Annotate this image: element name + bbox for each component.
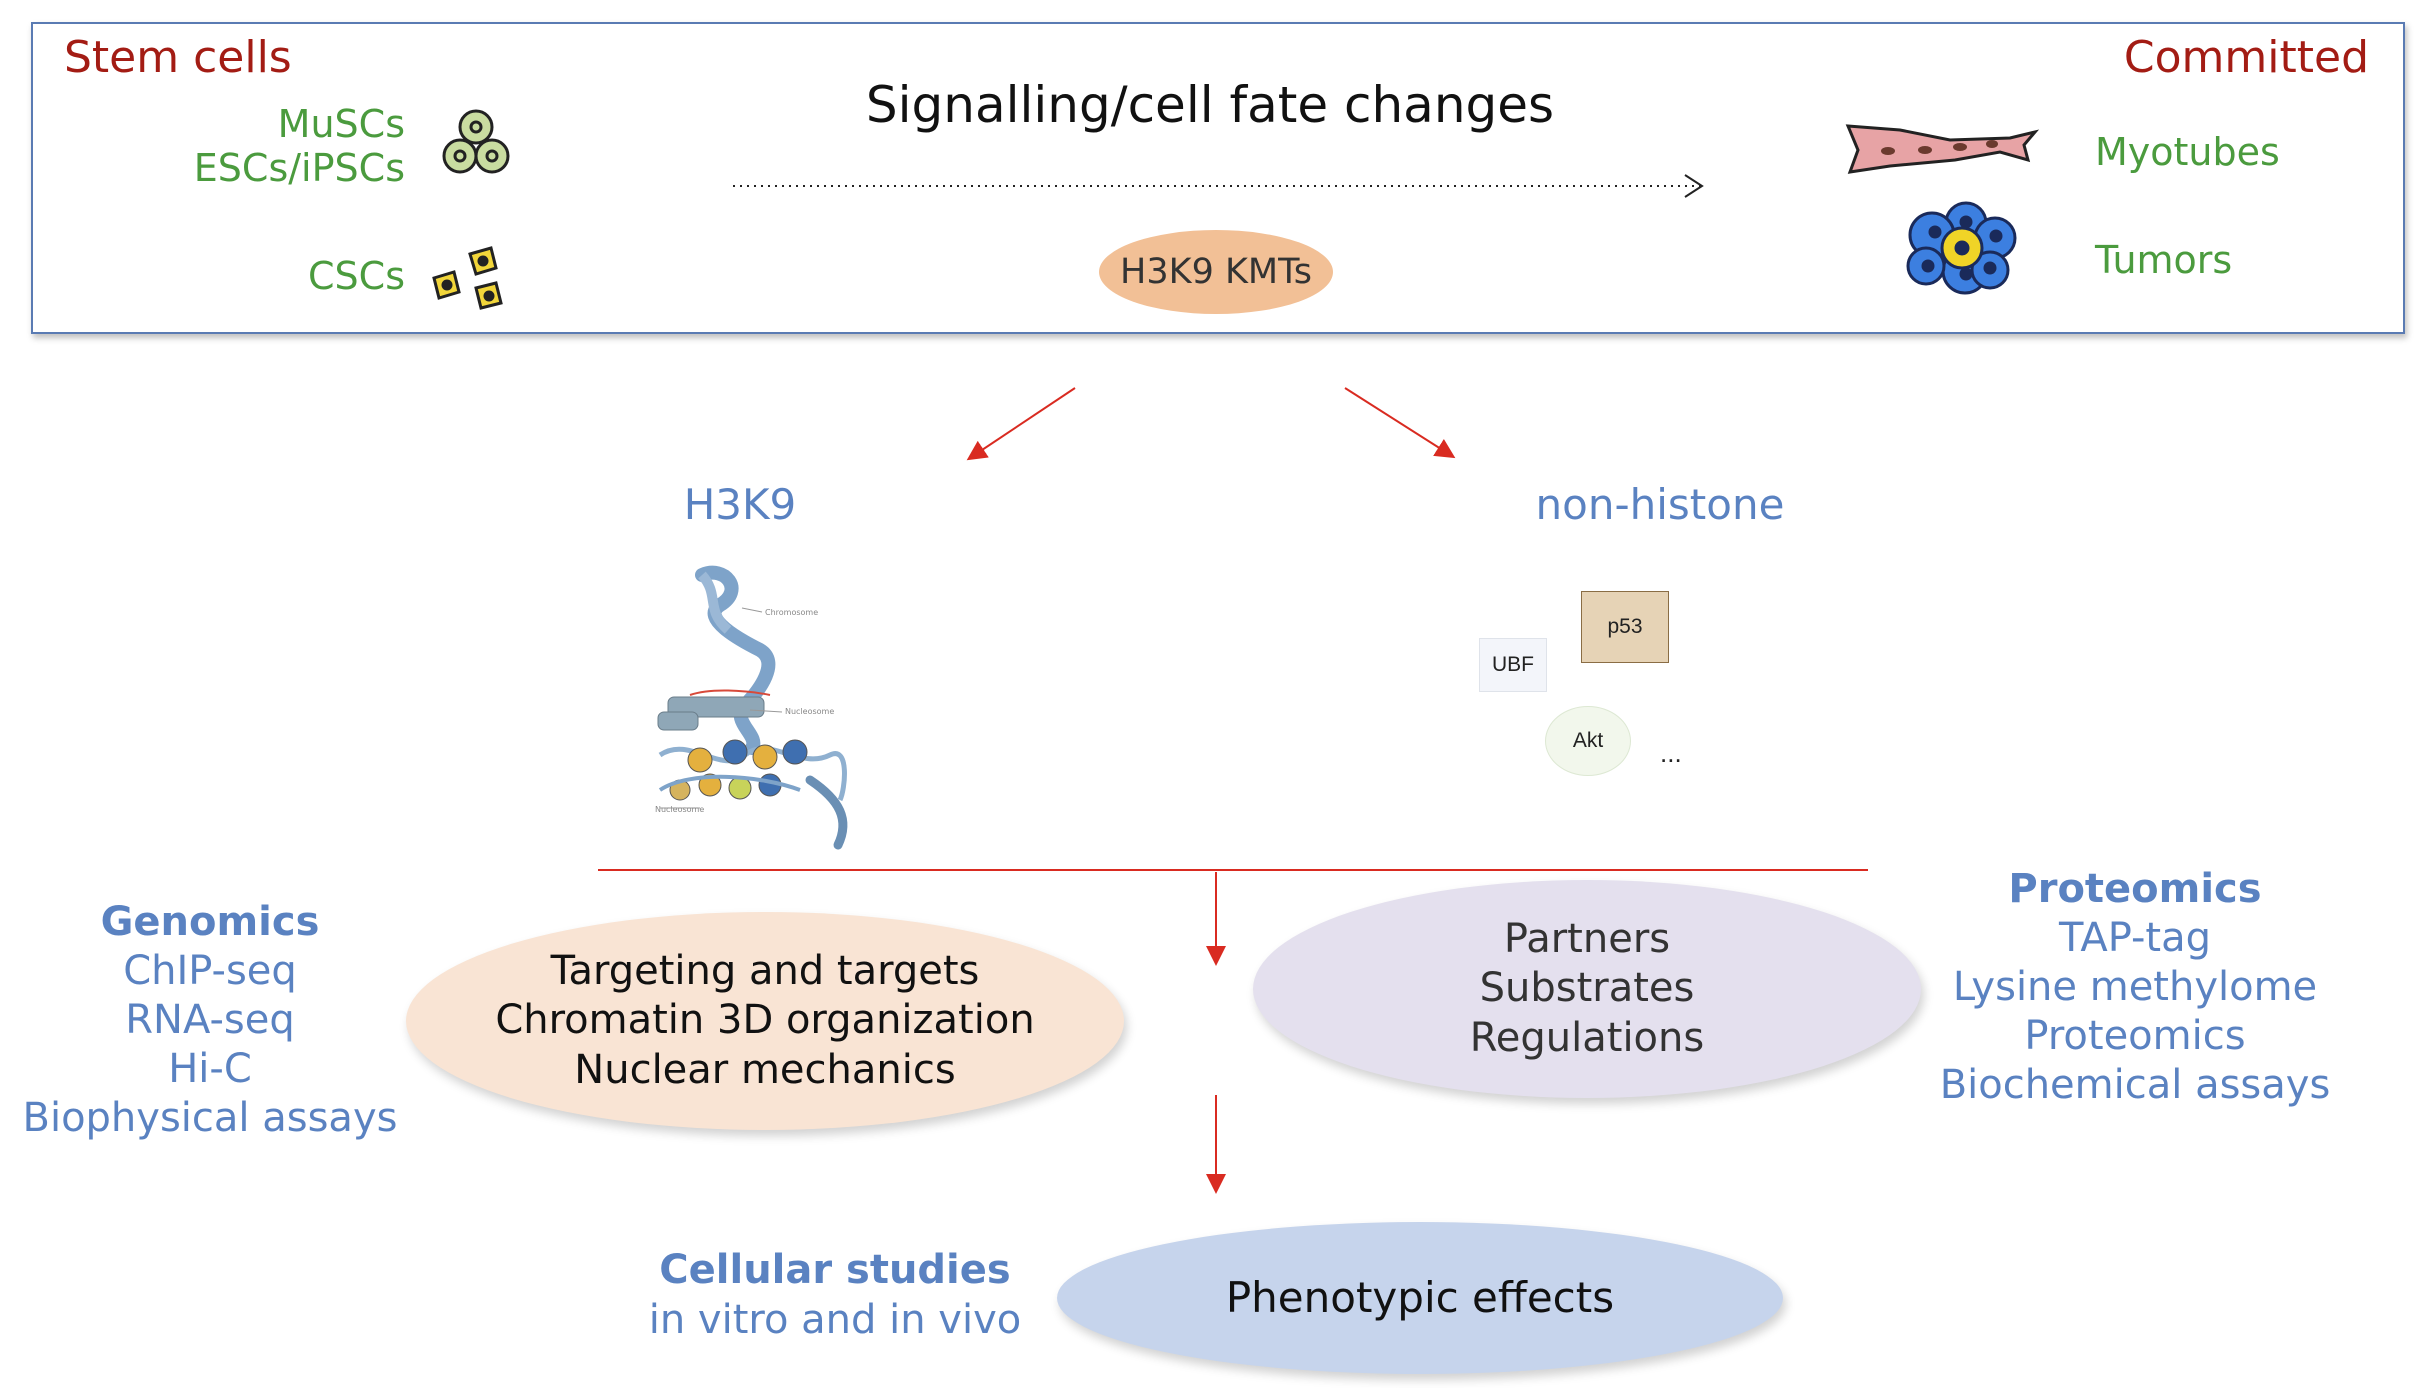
tumor-icon — [1906, 201, 2017, 295]
h3k9-kmts-badge: H3K9 KMTs — [1099, 230, 1333, 314]
non-histone-branch-label: non-histone — [1535, 480, 1785, 529]
p53-protein: p53 — [1581, 591, 1669, 663]
cellular-studies-subtitle: in vitro and in vivo — [648, 1297, 1022, 1343]
stem-types: MuSCs ESCs/iPSCs — [194, 102, 405, 190]
stem-cell-cluster-icon — [442, 109, 510, 174]
genomics-item: RNA-seq — [125, 997, 295, 1043]
ellipse-line: Targeting and targets — [550, 947, 980, 994]
genomics-list: Genomics ChIP-seq RNA-seq Hi-C Biophysic… — [20, 898, 400, 1143]
non-histone-functions-ellipse: Partners Substrates Regulations — [1253, 880, 1921, 1098]
proteomics-item: Biochemical assays — [1939, 1062, 2331, 1108]
proteomics-list: Proteomics TAP-tag Lysine methylome Prot… — [1930, 865, 2340, 1110]
phenotypic-effects-ellipse: Phenotypic effects — [1057, 1222, 1783, 1374]
svg-text:Nucleosome: Nucleosome — [785, 707, 834, 716]
ellipse-line: Regulations — [1469, 1014, 1705, 1061]
more-proteins-ellipsis: ... — [1660, 738, 1682, 768]
svg-text:Nucleosome: Nucleosome — [655, 805, 704, 814]
arrow-to-h3k9 — [966, 387, 1076, 461]
genomics-item: ChIP-seq — [123, 948, 297, 994]
chromatin-structure-icon: Chromosome Nucleosome Nucleosome — [655, 565, 848, 850]
committed-label: Committed — [2123, 32, 2369, 83]
myotubes-label: Myotubes — [2095, 130, 2280, 174]
proteomics-item: Lysine methylome — [1952, 964, 2318, 1010]
myotube-icon — [1845, 124, 2040, 174]
svg-text:Chromosome: Chromosome — [765, 608, 818, 617]
proteomics-title: Proteomics — [2008, 866, 2262, 912]
ellipse-line: Partners — [1503, 915, 1671, 962]
diagram-title: Signalling/cell fate changes — [865, 76, 1555, 134]
ellipse-line: Nuclear mechanics — [574, 1046, 956, 1093]
h3k9-functions-ellipse: Targeting and targets Chromatin 3D organ… — [406, 912, 1124, 1130]
h3k9-branch-label: H3K9 — [683, 480, 797, 529]
proteomics-item: TAP-tag — [2059, 915, 2211, 961]
cellular-studies-title: Cellular studies — [659, 1247, 1011, 1293]
stem-cells-label: Stem cells — [64, 32, 292, 83]
arrow-to-non-histone — [1344, 387, 1456, 459]
genomics-title: Genomics — [100, 899, 320, 945]
phenotypic-effects-label: Phenotypic effects — [1225, 1272, 1615, 1322]
proteomics-item: Proteomics — [2024, 1013, 2246, 1059]
ubf-protein: UBF — [1479, 638, 1547, 692]
akt-protein: Akt — [1545, 706, 1631, 776]
genomics-item: Biophysical assays — [22, 1095, 398, 1141]
ellipse-line: Substrates — [1479, 965, 1695, 1012]
cancer-stem-cells-icon — [432, 246, 503, 310]
cellular-studies: Cellular studies in vitro and in vivo — [620, 1245, 1050, 1345]
muscs-label: MuSCs — [277, 102, 405, 146]
genomics-item: Hi-C — [168, 1046, 252, 1092]
ellipse-line: Chromatin 3D organization — [495, 997, 1035, 1044]
tumors-label: Tumors — [2095, 238, 2233, 282]
cscs-label: CSCs — [308, 254, 405, 298]
escs-ipscs-label: ESCs/iPSCs — [193, 146, 405, 190]
